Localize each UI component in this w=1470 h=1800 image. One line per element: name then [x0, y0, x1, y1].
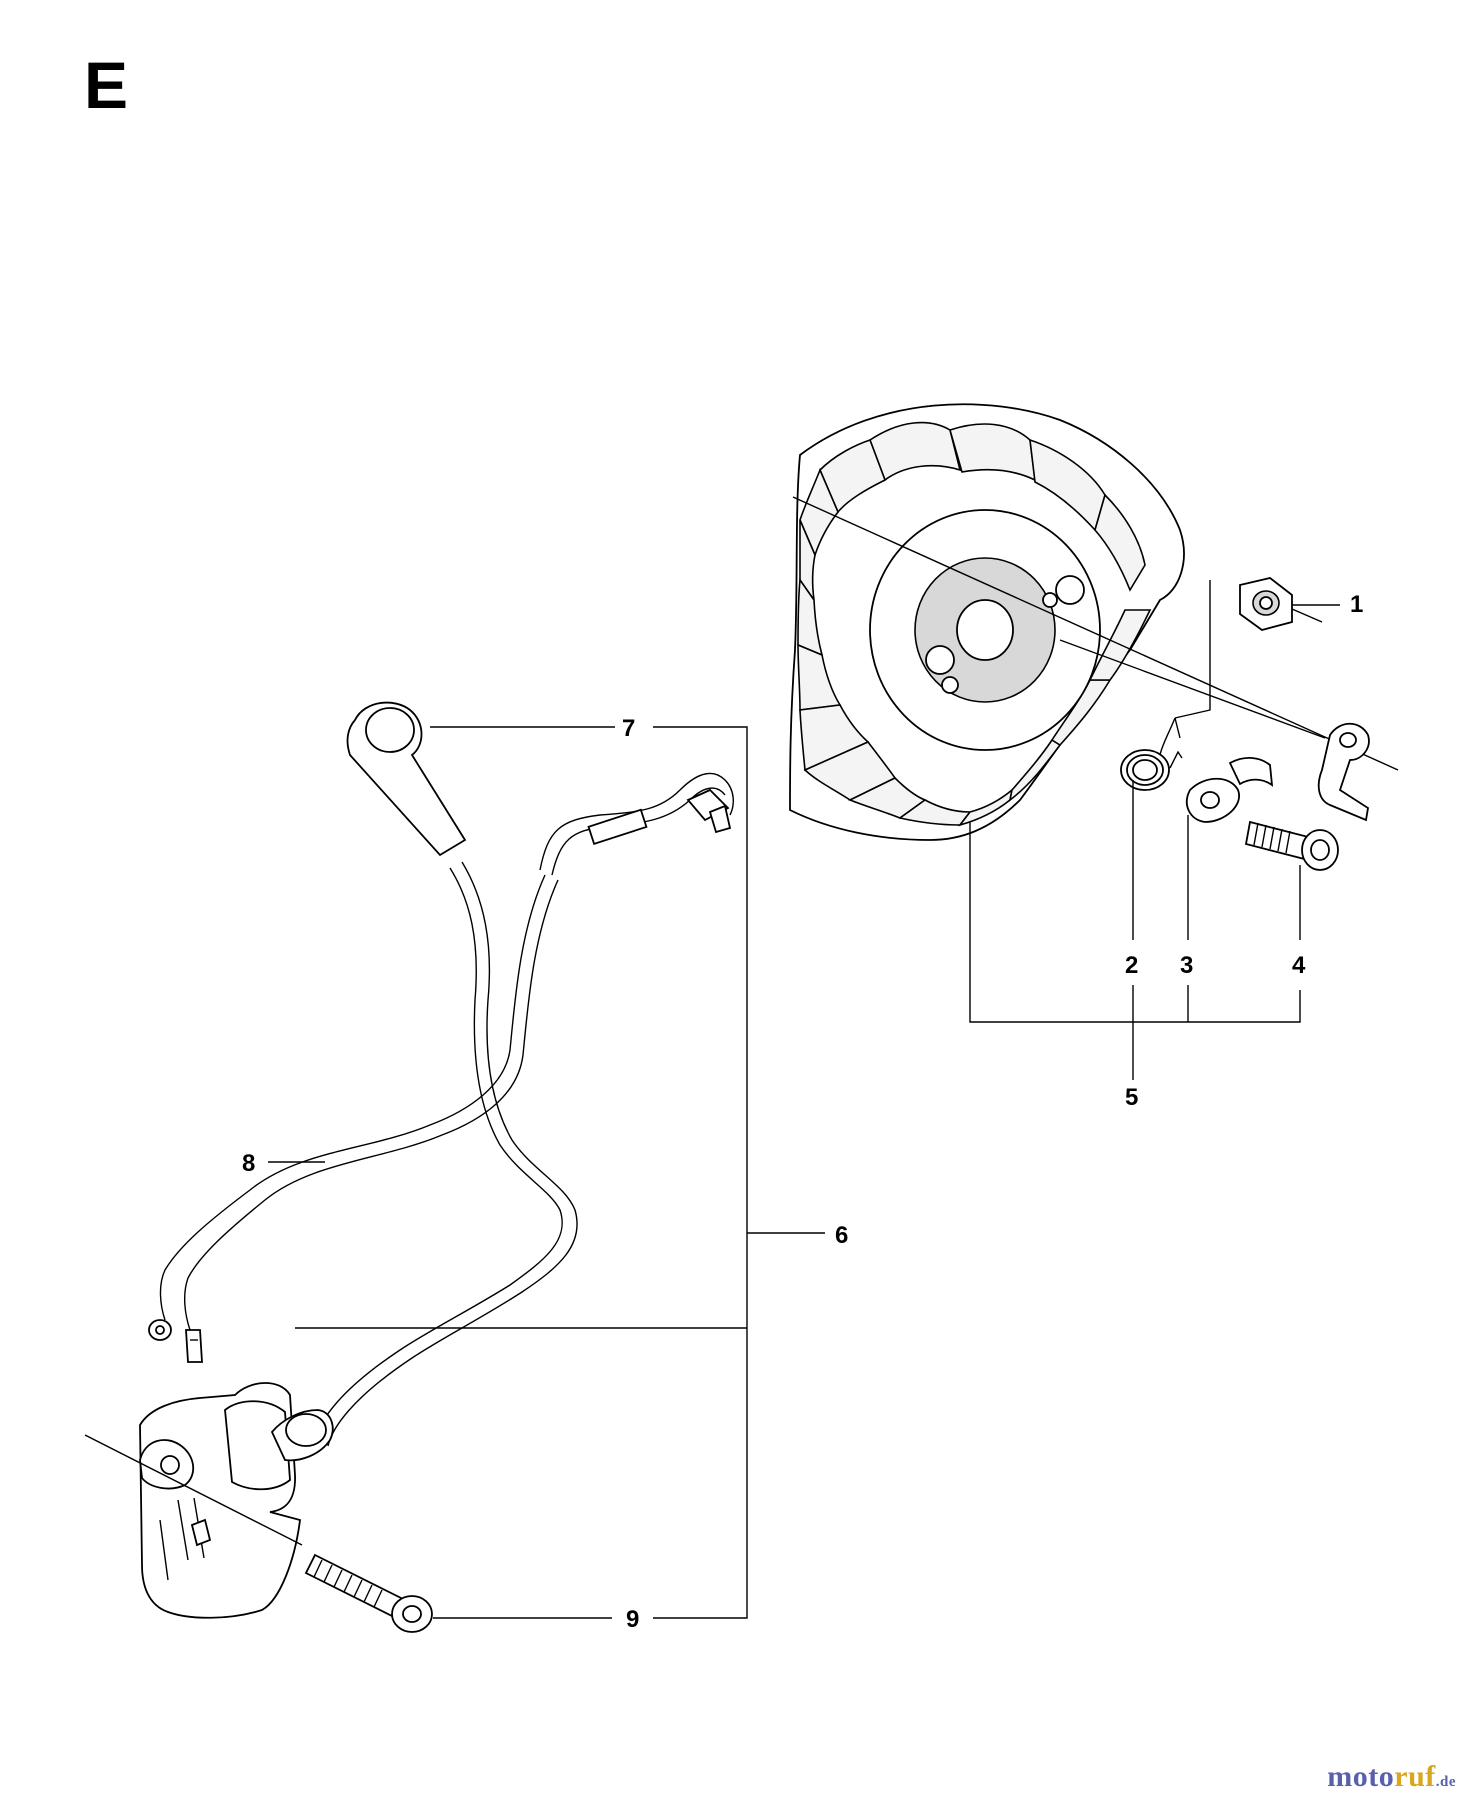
flywheel	[789, 403, 1185, 841]
leader-6-bracket	[653, 726, 748, 1619]
callout-2: 2	[1125, 952, 1138, 979]
ignition-coil	[139, 1382, 334, 1619]
washer	[1185, 777, 1241, 823]
callout-9: 9	[626, 1606, 639, 1633]
callout-4: 4	[1292, 952, 1306, 979]
pawl-screw	[1244, 820, 1339, 871]
ht-lead-outer	[314, 867, 563, 1441]
pawl-axis-line	[1059, 639, 1326, 739]
callout-6: 6	[835, 1222, 848, 1249]
ground-wire-a	[159, 874, 546, 1321]
coil-axis-line	[84, 1434, 303, 1546]
watermark-brand-a: moto	[1327, 1760, 1395, 1793]
watermark-logo: motoruf.de	[1327, 1760, 1456, 1794]
spade-terminal	[185, 1329, 203, 1363]
lead-sleeve	[587, 808, 648, 846]
short-lead-b	[551, 787, 726, 876]
spring-wire	[1159, 717, 1176, 756]
ring-terminal	[148, 1319, 172, 1341]
watermark-tld: .de	[1435, 1774, 1456, 1790]
ground-wire-b	[183, 879, 559, 1331]
pawl-plate	[1317, 722, 1370, 822]
watermark-brand-b: ruf	[1394, 1760, 1436, 1793]
ht-lead-inner	[327, 861, 578, 1447]
flywheel-axis-line	[792, 496, 1399, 771]
spark-plug-cap	[346, 701, 467, 857]
spring	[1120, 717, 1183, 791]
lead-connector	[686, 788, 732, 834]
callout-8: 8	[242, 1150, 255, 1177]
nut-axis-line	[1291, 608, 1323, 623]
nut	[1239, 577, 1293, 631]
coil-screw	[304, 1553, 433, 1633]
callout-3: 3	[1180, 952, 1193, 979]
spring-leader-top	[1174, 580, 1211, 719]
leader-5-bracket	[969, 822, 1301, 1023]
callout-1: 1	[1350, 591, 1363, 618]
callout-5: 5	[1125, 1084, 1138, 1111]
short-lead-a	[539, 772, 734, 871]
pawl	[1228, 757, 1274, 787]
callout-7: 7	[622, 715, 635, 742]
section-label: E	[84, 48, 129, 122]
